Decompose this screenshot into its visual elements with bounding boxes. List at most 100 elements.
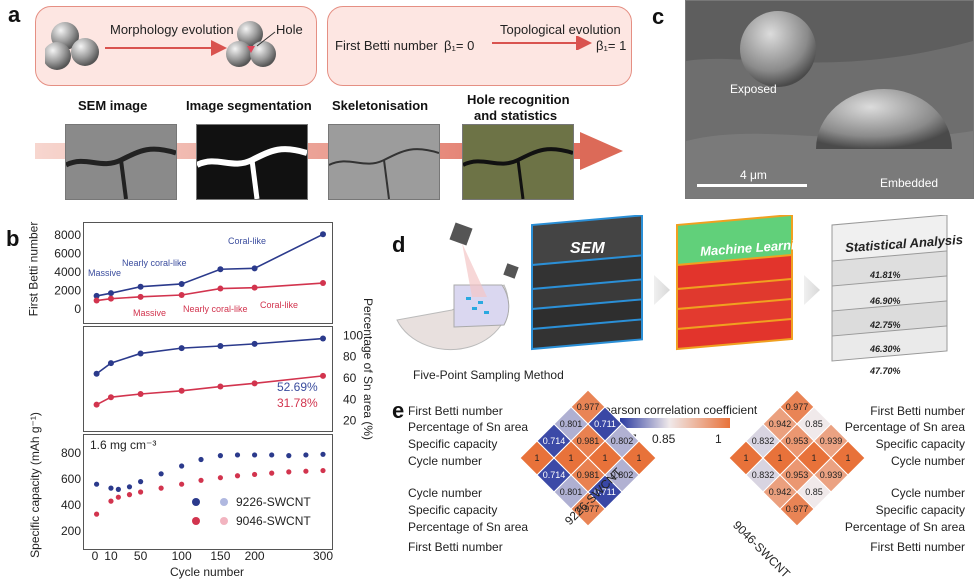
pct-0: 41.81% [870,270,901,280]
data-point [93,401,100,408]
right-heatmap-value: 0.942 [769,487,792,497]
y-tick-label: 8000 [54,228,81,242]
hole-marker [247,46,255,53]
data-point [320,467,326,474]
data-point [303,452,309,458]
left-heatmap-value: 0.711 [594,419,616,429]
left-heatmap-value: 0.714 [543,470,566,480]
sn-area-plot-frame [83,326,333,432]
betti-label: First Betti number [335,38,438,53]
right-heatmap-value: 0.85 [805,487,823,497]
right-heatmap-value: 0.953 [786,470,809,480]
capacity-xlabel: Cycle number [170,565,245,579]
y-tick-label: 60 [343,371,357,385]
row-right-6: Percentage of Sn area [844,520,965,534]
data-point [320,372,326,379]
stats-stack [831,215,948,362]
left-heatmap-value: 0.977 [577,504,600,514]
left-heatmap-value: 1 [568,453,573,463]
data-point [251,380,258,387]
data-point [179,481,185,487]
right-heatmap-value: 0.832 [752,470,775,480]
data-point [217,475,223,481]
data-point [158,485,164,491]
annot-red-nearly: Nearly coral-like [183,304,248,314]
step-stats: and statistics [474,108,558,123]
step-hole: Hole recognition [467,92,570,107]
embedded-label: Embedded [880,176,939,190]
capacity-plot-frame [83,434,333,550]
beta-start: β₁= 0 [444,38,475,53]
legend-marker-9226-open [220,498,228,506]
y-tick-label: 4000 [54,265,81,279]
data-point [158,471,164,477]
color-scale [620,418,730,428]
data-point [138,489,144,495]
step-skeleton: Skeletonisation [332,98,429,113]
data-point [178,387,185,394]
x-tick-label: 100 [172,549,192,563]
y-tick-label: 40 [343,392,357,406]
legend-marker-9046 [192,517,200,525]
right-heatmap-value: 0.942 [769,419,792,429]
x-tick-label: 150 [210,549,230,563]
data-point [234,473,241,479]
right-heatmap-value: 0.977 [786,402,809,412]
row-left-3: Cycle number [408,454,483,468]
data-point [252,471,258,478]
scale-label: 4 μm [740,168,767,182]
panel-label-e: e [392,398,405,423]
data-point [93,481,100,487]
data-point [93,297,100,304]
row-left-7: First Betti number [408,540,503,554]
sem-image [65,124,177,200]
right-heatmap-value: 1 [811,453,816,463]
data-point [303,468,309,474]
panel-label-d: d [392,232,406,257]
data-point [320,335,326,342]
data-point [251,340,258,347]
left-heatmap-value: 0.977 [577,402,600,412]
row-right-1: Percentage of Sn area [844,420,965,434]
exposed-label: Exposed [730,82,777,96]
data-point [126,484,133,490]
data-point [269,452,275,458]
data-point [137,350,144,357]
pct-3: 46.30% [870,344,901,354]
left-heatmap-value: 0.802 [611,470,634,480]
row-right-3: Cycle number [890,454,965,468]
row-right-2: Specific capacity [875,437,965,451]
row-left-1: Percentage of Sn area [408,420,529,434]
data-point [179,463,185,469]
row-right-7: First Betti number [870,540,965,554]
data-point [137,283,144,290]
pct-4: 47.70% [870,366,901,376]
left-heatmap-value: 1 [636,453,641,463]
left-heatmap-value: 0.981 [577,436,600,446]
sem-stack-label: SEM [570,240,605,257]
pct-2: 42.75% [870,320,901,330]
y-tick-label: 0 [74,302,81,316]
morphology-diagram [45,21,276,70]
panel-label-b: b [6,226,20,251]
data-point [251,265,258,272]
data-point [137,293,144,300]
probe-icon [449,222,473,246]
data-point [198,456,204,463]
row-right-0: First Betti number [870,404,965,418]
data-point [217,343,224,349]
right-heatmap-value: 0.85 [805,419,823,429]
annot-red-coral: Coral-like [260,300,299,310]
right-heatmap-value: 0.977 [786,504,809,514]
row-right-5: Specific capacity [875,503,965,517]
beta-end: β₁= 1 [596,38,627,53]
legend-9226: 9226-SWCNT [236,495,311,509]
row-left-6: Percentage of Sn area [408,520,529,534]
data-point [178,345,185,352]
panel-label-c: c [652,4,665,29]
morphology-label: Morphology evolution [110,22,234,37]
scale-tick-1: 0.85 [652,432,676,446]
x-tick-label: 10 [104,549,118,563]
data-point [217,266,224,273]
